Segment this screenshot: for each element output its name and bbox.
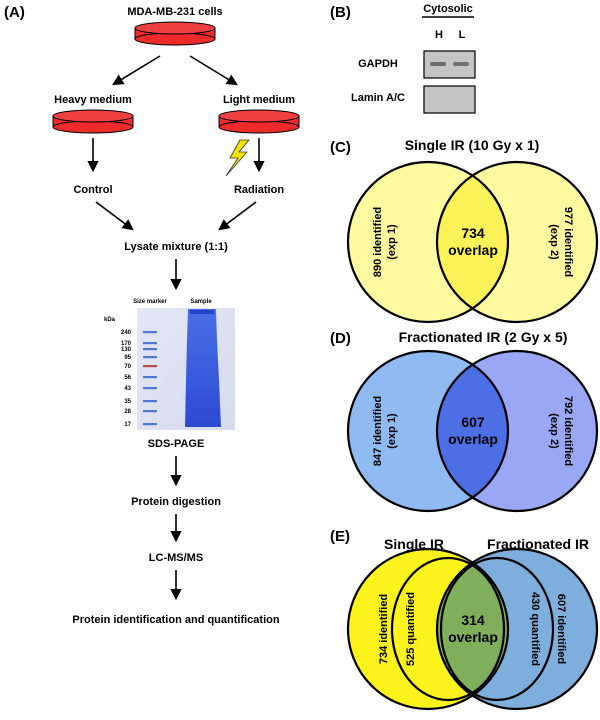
venn-c-left-count: 890 identified (372, 207, 384, 277)
venn-d-left-exp: (exp 1) (386, 413, 398, 449)
panel-a-label: (A) (4, 4, 25, 21)
arrow-radiation-to-mixture (218, 201, 257, 231)
venn-e-overlap-count: 314 (461, 612, 485, 628)
venn-e-right-inner-ring (439, 556, 555, 702)
gel-ladder-band (143, 342, 157, 345)
gel-ladder-label: 17 (124, 422, 131, 428)
venn-d-right-exp: (exp 2) (548, 413, 560, 449)
venn-c-title: Single IR (10 Gy x 1) (405, 137, 540, 153)
venn-e-left-inner-ring (390, 556, 506, 702)
gel-ladder-label: 95 (124, 355, 131, 361)
gel-ladder-label: 70 (124, 364, 131, 370)
heavy-medium-label: Heavy medium (54, 94, 132, 106)
lane-label-l: L (459, 29, 466, 41)
venn-d-overlap (437, 351, 508, 511)
venn-e-right-inner: 430 quantified (529, 592, 541, 666)
step-identification: Protein identification and quantificatio… (72, 614, 279, 626)
venn-c-overlap (437, 162, 508, 322)
venn-d-title: Fractionated IR (2 Gy x 5) (399, 329, 568, 345)
light-medium-label: Light medium (223, 94, 295, 106)
gel-marker-header: Size marker (133, 299, 167, 305)
control-label: Control (73, 184, 112, 196)
gel-ladder-band (143, 387, 157, 390)
venn-d-overlap-count: 607 (461, 414, 485, 430)
panel-d-label: (D) (330, 330, 351, 347)
blot-gapdh-band-l (453, 62, 469, 66)
source-cells-label: MDA-MB-231 cells (127, 6, 222, 18)
gel-ladder-band (143, 348, 157, 351)
gel-ladder-label: 170 (121, 341, 132, 347)
venn-d-left-count: 847 identified (372, 396, 384, 466)
gel-sample-lane (185, 309, 221, 427)
gel-ladder-label: 35 (124, 399, 131, 405)
gel-ladder-band (143, 410, 157, 413)
venn-d-right-count: 792 identified (562, 396, 574, 466)
step-lc-ms: LC-MS/MS (149, 552, 203, 564)
gel-ladder-band (143, 423, 157, 426)
blot-row-lamin: Lamin A/C (351, 92, 405, 104)
lightning-bolt-icon (225, 139, 250, 177)
gel-kda-label: kDa (104, 317, 116, 323)
venn-e-left-inner: 525 quantified (405, 592, 417, 666)
gel-ladder-band (143, 365, 157, 368)
venn-c-overlap-count: 734 (461, 225, 485, 241)
lysate-mixture-label: Lysate mixture (1:1) (124, 241, 228, 253)
light-dish-icon (218, 109, 300, 134)
venn-e-left-outer: 734 identified (378, 594, 390, 664)
blot-row-gapdh: GAPDH (358, 58, 398, 70)
step-protein-digestion: Protein digestion (131, 496, 221, 508)
radiation-label: Radiation (234, 184, 284, 196)
panel-e-label: (E) (330, 528, 350, 545)
gel-ladder-band (143, 356, 157, 359)
gel-ladder-band (143, 400, 157, 403)
venn-e-right-title: Fractionated IR (487, 536, 589, 552)
gel-ladder-band (143, 331, 157, 334)
venn-c-overlap-word: overlap (448, 242, 498, 258)
venn-e-right-outer: 607 identified (555, 594, 567, 664)
heavy-dish-icon (52, 109, 134, 134)
venn-c-right-count: 977 identified (562, 207, 574, 277)
venn-d-overlap-word: overlap (448, 431, 498, 447)
gel-ladder-label: 240 (121, 330, 132, 336)
panel-c-label: (C) (330, 139, 351, 156)
gel-ladder-label: 28 (124, 409, 131, 415)
blot-gapdh-band-h (430, 62, 446, 66)
venn-c-left-exp: (exp 1) (386, 224, 398, 260)
venn-e-overlap (437, 549, 508, 709)
gel-ladder-label: 43 (124, 386, 131, 392)
gel-ladder-label: 130 (121, 347, 132, 353)
arrow-control-to-mixture (95, 201, 134, 231)
blot-header: Cytosolic (423, 3, 473, 15)
panel-b-label: (B) (330, 4, 351, 21)
gel-sample-header: Sample (190, 299, 212, 305)
arrow-to-light (189, 55, 238, 86)
source-dish-icon (134, 21, 216, 46)
gel-ladder-band (143, 376, 157, 379)
arrow-to-heavy (112, 55, 161, 86)
gel-caption: SDS-PAGE (148, 438, 205, 450)
gel-ladder-label: 56 (124, 375, 131, 381)
venn-c-right-exp: (exp 2) (548, 224, 560, 260)
venn-e-overlap-word: overlap (448, 629, 498, 645)
lane-label-h: H (435, 29, 443, 41)
blot-lamin-strip (423, 85, 476, 114)
